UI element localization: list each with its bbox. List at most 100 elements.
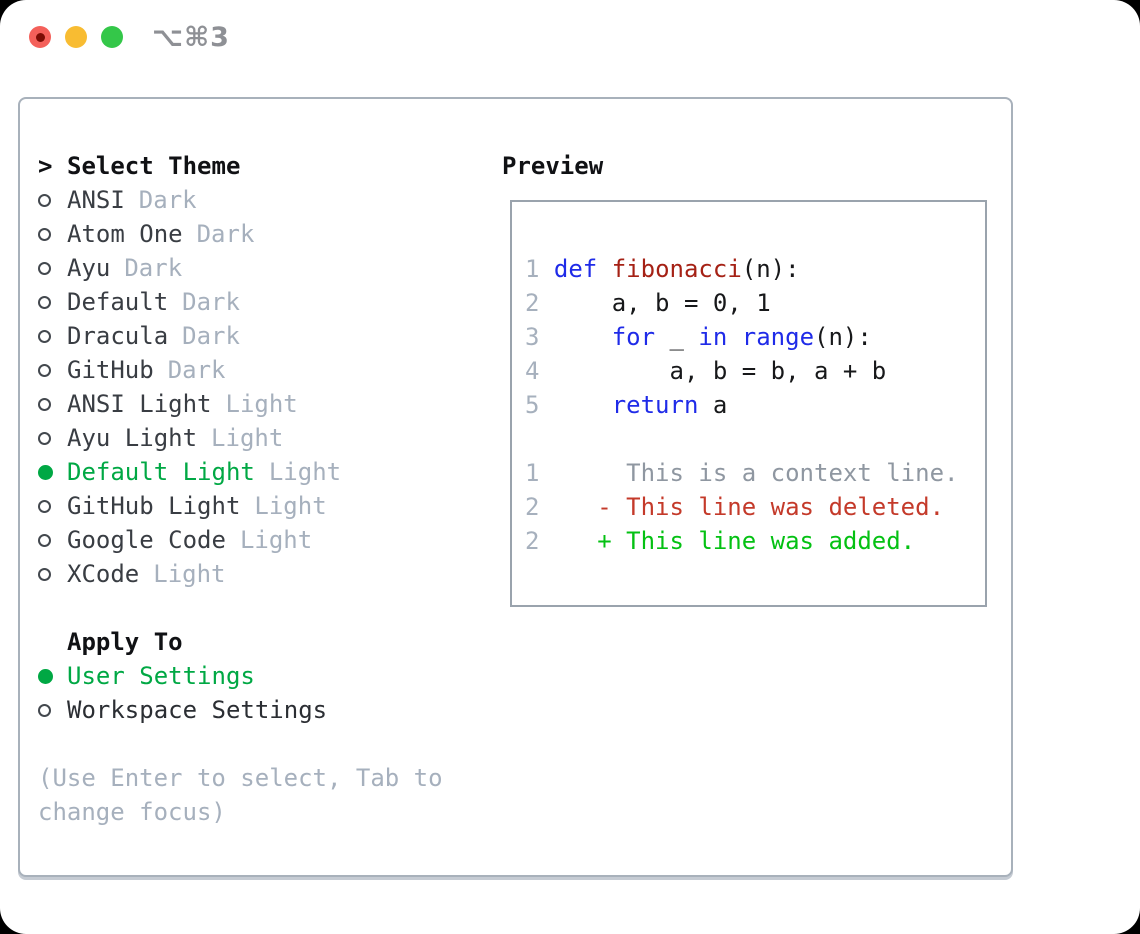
theme-name: Dracula bbox=[67, 322, 169, 350]
theme-option[interactable]: ANSI Dark bbox=[38, 183, 502, 217]
code-token: in bbox=[698, 323, 728, 351]
radio-icon bbox=[38, 668, 67, 684]
code-token: a, b = 0, 1 bbox=[539, 289, 771, 317]
apply-option[interactable]: User Settings bbox=[38, 659, 502, 693]
code-token: a bbox=[698, 391, 728, 419]
theme-variant: Light bbox=[254, 492, 327, 520]
radio-icon bbox=[38, 703, 67, 717]
code-token: def bbox=[553, 255, 598, 283]
radio-icon bbox=[38, 261, 67, 275]
theme-name: Ayu bbox=[67, 254, 111, 282]
traffic-lights bbox=[29, 26, 123, 48]
zoom-button[interactable] bbox=[101, 26, 123, 48]
theme-variant: Light bbox=[268, 458, 342, 486]
unsaved-indicator-icon bbox=[35, 32, 45, 42]
code-token bbox=[727, 323, 741, 351]
hint-text-line-2: change focus) bbox=[38, 798, 226, 826]
theme-name: Ayu Light bbox=[67, 424, 198, 452]
theme-name: GitHub bbox=[67, 356, 154, 384]
radio-icon bbox=[38, 329, 67, 343]
code-token: _ bbox=[655, 323, 699, 351]
code-token: range bbox=[741, 323, 815, 351]
theme-name: Atom One bbox=[67, 220, 183, 248]
code-line: 2 a, b = 0, 1 bbox=[525, 286, 975, 320]
theme-option[interactable]: Google Code Light bbox=[38, 523, 502, 557]
line-number: 2 bbox=[525, 527, 540, 555]
code-token: This is a context line. bbox=[539, 459, 959, 487]
theme-name: ANSI bbox=[67, 186, 125, 214]
minimize-button[interactable] bbox=[65, 26, 87, 48]
apply-to-header: Apply To bbox=[38, 625, 502, 659]
radio-icon bbox=[38, 533, 67, 547]
preview-panel: Preview 1 def fibonacci(n):2 a, b = 0, 1… bbox=[502, 149, 1007, 607]
code-token: for bbox=[611, 323, 656, 351]
theme-option[interactable]: GitHub Dark bbox=[38, 353, 502, 387]
theme-variant: Dark bbox=[182, 322, 240, 350]
code-line: 3 for _ in range(n): bbox=[525, 320, 975, 354]
theme-variant: Dark bbox=[167, 356, 226, 384]
theme-option[interactable]: Ayu Light Light bbox=[38, 421, 502, 455]
radio-icon bbox=[38, 193, 67, 207]
theme-name: ANSI Light bbox=[67, 390, 212, 418]
line-number: 1 bbox=[525, 459, 540, 487]
theme-name: XCode bbox=[67, 560, 140, 588]
line-number: 4 bbox=[525, 357, 540, 385]
theme-variant: Light bbox=[239, 526, 313, 554]
theme-option[interactable]: GitHub Light Light bbox=[38, 489, 502, 523]
theme-option[interactable]: Default Dark bbox=[38, 285, 502, 319]
line-number: 2 bbox=[525, 493, 540, 521]
code-line: 1 def fibonacci(n): bbox=[525, 252, 975, 286]
main-panel: > Select Theme ANSI Dark Atom One Dark A… bbox=[18, 97, 1013, 877]
hint-text-line-1: (Use Enter to select, Tab to bbox=[38, 764, 443, 792]
theme-variant: Light bbox=[211, 424, 284, 452]
preview-title: Preview bbox=[502, 152, 604, 180]
theme-option[interactable]: XCode Light bbox=[38, 557, 502, 591]
code-token bbox=[539, 323, 611, 351]
theme-option[interactable]: Atom One Dark bbox=[38, 217, 502, 251]
theme-option[interactable]: Dracula Dark bbox=[38, 319, 502, 353]
code-line: 5 return a bbox=[525, 388, 975, 422]
radio-icon bbox=[38, 397, 67, 411]
theme-name: Default Light bbox=[67, 458, 255, 486]
code-token: (n): bbox=[741, 255, 800, 283]
line-number: 1 bbox=[525, 255, 540, 283]
code-token bbox=[539, 255, 553, 283]
window-title: ⌥⌘3 bbox=[152, 21, 230, 53]
code-line: 1 This is a context line. bbox=[525, 456, 975, 490]
theme-name: Google Code bbox=[67, 526, 226, 554]
code-token bbox=[539, 391, 611, 419]
code-line bbox=[525, 422, 975, 456]
apply-option-name: User Settings bbox=[67, 662, 255, 690]
radio-icon bbox=[38, 363, 67, 377]
apply-to-list: User Settings Workspace Settings bbox=[38, 659, 502, 727]
close-button[interactable] bbox=[29, 26, 51, 48]
code-token bbox=[597, 255, 611, 283]
code-line: 2 - This line was deleted. bbox=[525, 490, 975, 524]
select-theme-title: Select Theme bbox=[67, 152, 241, 180]
select-theme-header: > Select Theme bbox=[38, 149, 502, 183]
theme-name: GitHub Light bbox=[67, 492, 241, 520]
line-number: 2 bbox=[525, 289, 540, 317]
theme-option[interactable]: Ayu Dark bbox=[38, 251, 502, 285]
theme-variant: Dark bbox=[138, 186, 197, 214]
spacer bbox=[38, 727, 502, 761]
apply-to-title: Apply To bbox=[67, 628, 183, 656]
radio-icon bbox=[38, 431, 67, 445]
theme-variant: Dark bbox=[124, 254, 183, 282]
theme-option[interactable]: Default Light Light bbox=[38, 455, 502, 489]
selection-prompt-icon: > bbox=[38, 152, 53, 180]
apply-option-name: Workspace Settings bbox=[67, 696, 328, 724]
radio-icon bbox=[38, 567, 67, 581]
theme-option[interactable]: ANSI Light Light bbox=[38, 387, 502, 421]
apply-option[interactable]: Workspace Settings bbox=[38, 693, 502, 727]
theme-variant: Light bbox=[225, 390, 298, 418]
spacer bbox=[38, 591, 502, 625]
code-line: 4 a, b = b, a + b bbox=[525, 354, 975, 388]
code-token: (n): bbox=[814, 323, 872, 351]
theme-variant: Dark bbox=[182, 288, 240, 316]
radio-icon bbox=[38, 499, 67, 513]
theme-variant: Light bbox=[153, 560, 226, 588]
radio-icon bbox=[38, 227, 67, 241]
code-line: 2 + This line was added. bbox=[525, 524, 975, 558]
